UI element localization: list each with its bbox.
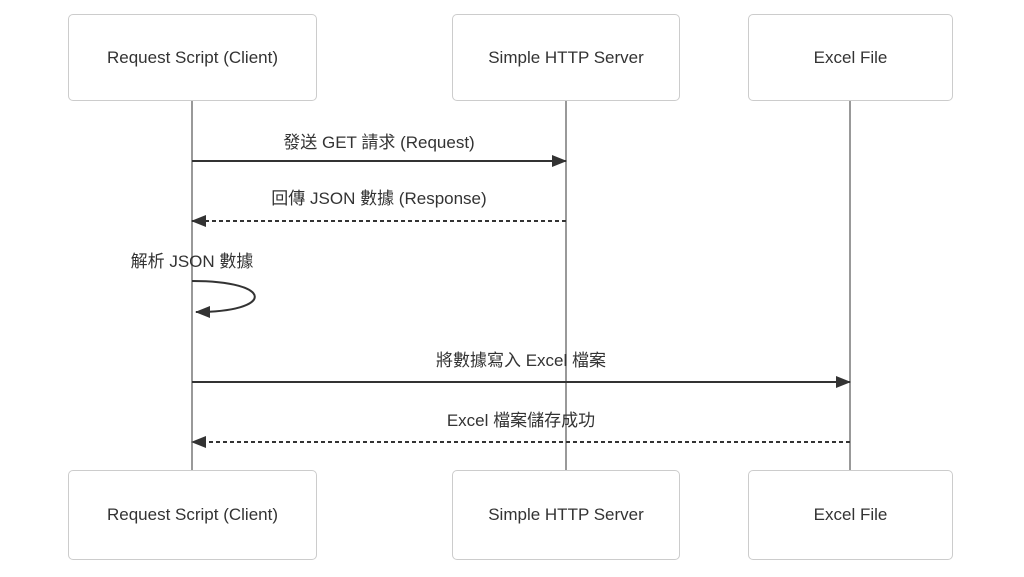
message-2-label: 回傳 JSON 數據 (Response): [271, 189, 487, 208]
participant-top-client: Request Script (Client): [68, 14, 317, 101]
participant-bottom-excel: Excel File: [748, 470, 953, 560]
participant-bottom-server: Simple HTTP Server: [452, 470, 680, 560]
participant-bottom-client: Request Script (Client): [68, 470, 317, 560]
participant-top-server: Simple HTTP Server: [452, 14, 680, 101]
message-4-label: 將數據寫入 Excel 檔案: [435, 351, 607, 370]
message-1-label: 發送 GET 請求 (Request): [283, 133, 475, 152]
message-3-label: 解析 JSON 數據: [130, 252, 254, 271]
message-5-label: Excel 檔案儲存成功: [446, 411, 596, 430]
participant-top-excel: Excel File: [748, 14, 953, 101]
message-3-self-loop-arrow: [191, 280, 256, 318]
